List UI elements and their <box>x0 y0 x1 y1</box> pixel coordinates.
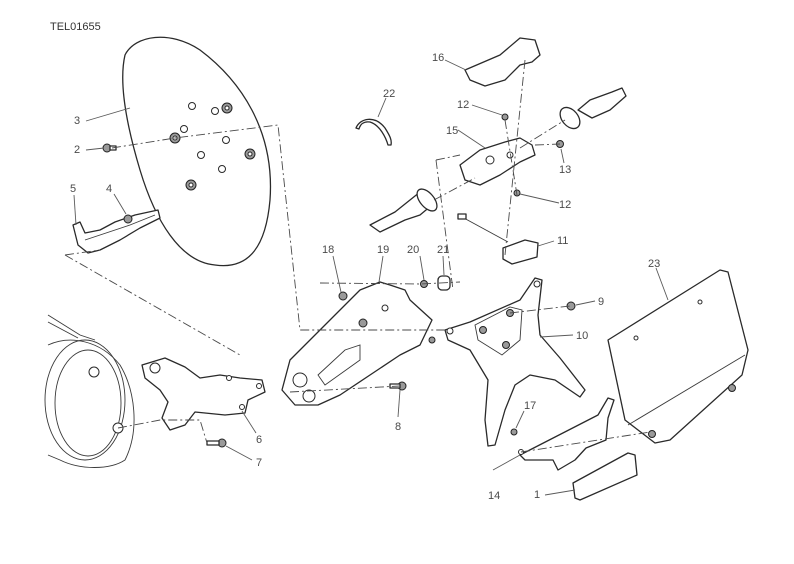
part-11-light-unit <box>457 213 539 265</box>
callouts: 1 2 3 4 5 6 7 8 9 10 11 12 12 13 14 15 1… <box>70 52 660 502</box>
callout-17: 17 <box>524 400 536 412</box>
part-6-subframe-bracket <box>141 357 266 431</box>
callout-6: 6 <box>256 434 262 446</box>
part-17-nut <box>510 428 518 436</box>
turn-signal-left <box>369 188 438 233</box>
part-15-indicator-support <box>459 137 536 186</box>
part-12-screw-top <box>501 113 509 121</box>
part-10-license-plate-support <box>444 277 586 447</box>
part-3-mudguard-plate <box>122 36 272 267</box>
callout-12-bottom: 12 <box>559 199 571 211</box>
callout-3: 3 <box>74 115 80 127</box>
part-7-screw <box>206 438 227 448</box>
callout-20: 20 <box>407 244 419 256</box>
callout-2: 2 <box>74 144 80 156</box>
callout-22: 22 <box>383 88 395 100</box>
callout-23: 23 <box>648 258 660 270</box>
part-23-license-plate-frame <box>607 269 749 444</box>
part-18-nut <box>338 291 348 301</box>
part-16-cover <box>464 37 541 87</box>
part-19-bracket <box>281 281 436 406</box>
callout-15: 15 <box>446 125 458 137</box>
callout-12-top: 12 <box>457 99 469 111</box>
callout-10: 10 <box>576 330 588 342</box>
callout-4: 4 <box>106 183 112 195</box>
callout-19: 19 <box>377 244 389 256</box>
drawing-code: TEL01655 <box>50 21 101 33</box>
callout-7: 7 <box>256 457 262 469</box>
part-5-bracket <box>72 209 161 254</box>
turn-signal-right <box>559 87 627 130</box>
callout-14: 14 <box>488 490 500 502</box>
part-22-cable-clip <box>355 118 392 146</box>
frame-casing <box>44 314 135 468</box>
callout-16: 16 <box>432 52 444 64</box>
callout-1: 1 <box>534 489 540 501</box>
callout-13: 13 <box>559 164 571 176</box>
callout-11: 11 <box>557 235 568 247</box>
callout-21: 21 <box>437 244 449 256</box>
callout-8: 8 <box>395 421 401 433</box>
leader-lines <box>73 59 669 496</box>
callout-9: 9 <box>598 296 604 308</box>
callout-5: 5 <box>70 183 76 195</box>
callout-18: 18 <box>322 244 334 256</box>
assembly-lines <box>64 59 651 453</box>
part-1-reflector <box>572 452 638 501</box>
